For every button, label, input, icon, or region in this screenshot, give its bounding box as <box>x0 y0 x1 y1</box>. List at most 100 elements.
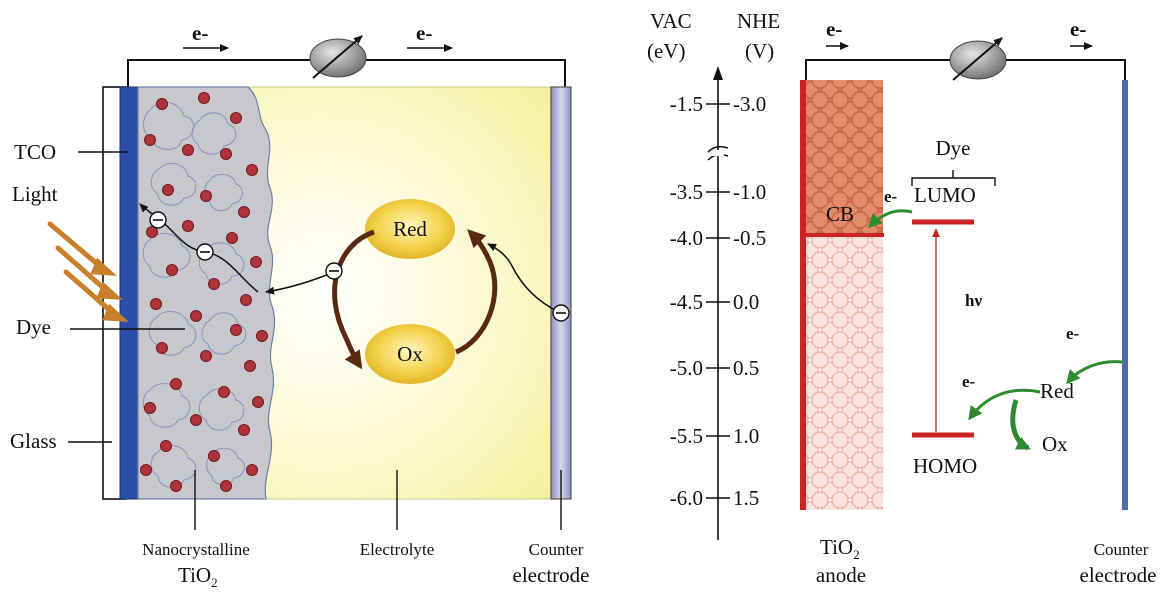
electrode-label-left: electrode <box>513 563 590 587</box>
dye-molecule-dot <box>140 464 152 476</box>
electron-icon <box>325 262 343 280</box>
tio2-main: TiO <box>178 563 211 587</box>
vac-tick-label: -5.0 <box>670 356 703 380</box>
electron-label-wire-2: e- <box>416 21 432 45</box>
dye-molecule-dot <box>182 144 194 156</box>
dye-molecule-dot <box>250 256 262 268</box>
regeneration-green-arrow <box>968 388 1041 421</box>
dye-molecule-dot <box>220 480 232 492</box>
anode-label: anode <box>816 563 866 587</box>
nhe-tick-label: 0.0 <box>733 290 759 314</box>
tio2-label-right: TiO2 <box>820 535 860 562</box>
vac-tick-label: -3.5 <box>670 180 703 204</box>
ox-label: Ox <box>397 342 423 366</box>
tio2-subscript: 2 <box>853 547 860 562</box>
oxidation-green-arrow <box>1010 399 1031 451</box>
load-meter-icon <box>949 37 1007 81</box>
left-panel: e- e- <box>10 21 590 590</box>
load-meter-icon <box>309 35 367 79</box>
nhe-tick-label: -0.5 <box>733 226 766 250</box>
tco-label: TCO <box>14 140 56 164</box>
dye-molecule-dot <box>156 98 168 110</box>
electrolyte-label: Electrolyte <box>360 540 435 559</box>
tio2-main: TiO <box>820 535 853 559</box>
regeneration-arrow <box>332 229 375 370</box>
dye-molecule-dot <box>182 220 194 232</box>
tio2-label-left: TiO2 <box>178 563 218 588</box>
dye-molecule-dot <box>190 310 202 322</box>
electron-injection-path <box>139 203 259 293</box>
nanocrystalline-tio2-film <box>137 86 276 500</box>
red-label-right: Red <box>1040 379 1074 403</box>
vac-tick-label: -1.5 <box>670 92 703 116</box>
dye-molecule-dot <box>252 396 264 408</box>
regeneration-electron-label: e- <box>962 372 976 391</box>
dye-molecule-dot <box>144 134 156 146</box>
vac-tick-label: -6.0 <box>670 486 703 510</box>
dye-molecule-dot <box>220 148 232 160</box>
electron-label-wire-4: e- <box>1070 17 1086 41</box>
electron-label-wire-1: e- <box>192 21 208 45</box>
dye-molecule-dot <box>200 350 212 362</box>
dye-molecule-dot <box>208 278 220 290</box>
homo-label: HOMO <box>913 454 977 478</box>
hv-label: hν <box>965 291 982 310</box>
tio2-anode-bar <box>800 80 806 510</box>
electron-icon <box>149 211 167 229</box>
electron-icon <box>196 243 214 261</box>
vac-tick-label: -4.5 <box>670 290 703 314</box>
vac-unit: (eV) <box>647 39 685 63</box>
dye-molecule-dot <box>208 450 220 462</box>
cb-label: CB <box>826 202 854 226</box>
red-label: Red <box>393 217 427 241</box>
dye-brace <box>911 170 996 186</box>
dye-molecule-dot <box>244 360 256 372</box>
dye-molecule-dot <box>246 464 258 476</box>
dye-molecule-dot <box>150 298 162 310</box>
light-label: Light <box>12 182 58 206</box>
dye-molecule-dot <box>166 264 178 276</box>
injection-green-arrow <box>867 209 913 229</box>
electrode-label-right: electrode <box>1080 563 1157 587</box>
electron-symbols <box>149 211 570 322</box>
dye-molecule-dot <box>162 184 174 196</box>
counter-green-arrow <box>1066 360 1123 385</box>
dye-molecule-dot <box>200 190 212 202</box>
dye-molecule-dot <box>190 414 202 426</box>
glass-label: Glass <box>10 429 57 453</box>
ox-label-right: Ox <box>1042 432 1068 456</box>
dye-label-left: Dye <box>16 315 51 339</box>
dye-molecules <box>140 92 268 492</box>
dye-molecule-dot <box>146 226 158 238</box>
nhe-title: NHE <box>737 9 780 33</box>
counter-electrode-right <box>1122 80 1128 510</box>
energy-axis-arrowhead <box>713 66 723 80</box>
dye-molecule-dot <box>144 402 156 414</box>
counter-electron-path <box>487 243 560 313</box>
injection-electron-label: e- <box>884 187 898 206</box>
dye-molecule-dot <box>198 92 210 104</box>
lumo-label: LUMO <box>914 183 976 207</box>
tio2-conduction-band-region <box>806 80 883 235</box>
red-species-ellipse <box>365 199 455 259</box>
right-panel: VAC (eV) NHE (V) -1.5-3.0-3.5-1.0-4.0-0.… <box>647 9 1156 587</box>
axis-break-symbol <box>707 145 729 161</box>
electron-label-wire-3: e- <box>826 17 842 41</box>
nanocrystalline-label: Nanocrystalline <box>142 540 250 559</box>
counter-electrode-left <box>550 86 572 500</box>
dye-molecule-dot <box>230 112 242 124</box>
nhe-tick-label: 1.5 <box>733 486 759 510</box>
tio2-bulk-region <box>806 235 883 510</box>
dye-molecule-dot <box>238 206 250 218</box>
dye-molecule-dot <box>160 440 172 452</box>
dye-molecule-dot <box>246 164 258 176</box>
counter-electron-label: e- <box>1066 324 1080 343</box>
ox-species-ellipse <box>365 324 455 384</box>
dye-molecule-dot <box>170 378 182 390</box>
nhe-tick-label: 1.0 <box>733 424 759 448</box>
dye-molecule-dot <box>218 386 230 398</box>
nhe-tick-label: -1.0 <box>733 180 766 204</box>
